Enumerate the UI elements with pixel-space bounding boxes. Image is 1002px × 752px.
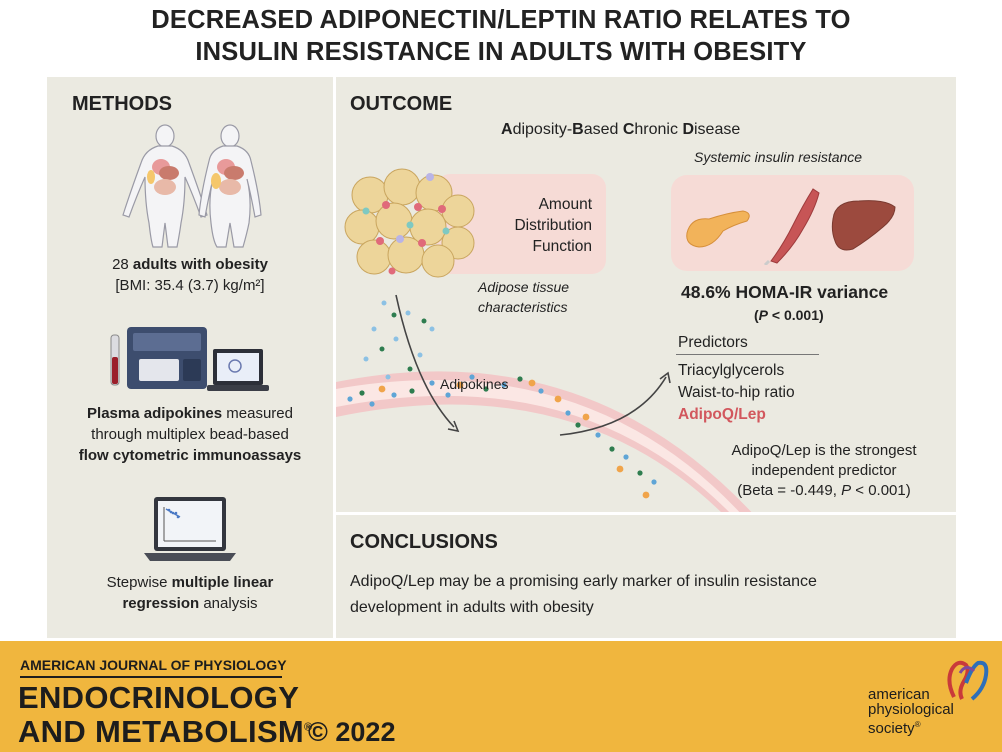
predictor-triacylglycerols: Triacylglycerols [678, 362, 785, 379]
journal-small-title: AMERICAN JOURNAL OF PHYSIOLOGY [20, 657, 287, 673]
muscle-icon [763, 188, 820, 265]
regression-description: Stepwise multiple linear regression anal… [47, 572, 333, 614]
cohort-group: adults with obesity [132, 256, 268, 273]
strongest-predictor-note: AdipoQ/Lep is the strongest independent … [731, 442, 917, 499]
regression-type: multiple linear [171, 574, 274, 591]
conclusions-panel: CONCLUSIONS AdipoQ/Lep may be a promisin… [336, 515, 956, 638]
adipose-tissue-icon [344, 168, 475, 278]
adipose-distribution: Distribution [514, 217, 592, 234]
regression-stepwise: Stepwise [106, 574, 172, 591]
adipose-function: Function [532, 238, 592, 255]
disease-title: Adiposity-Based Chronic Disease [501, 121, 741, 138]
laptop-regression-icon [144, 497, 236, 561]
pancreas-icon [686, 210, 750, 248]
assay-technique: flow cytometric immunoassays [78, 447, 302, 464]
journal-name-line-1: ENDOCRINOLOGY [18, 680, 300, 715]
organs-box [671, 175, 914, 271]
journal-name-line-2: AND METABOLISM® [18, 714, 313, 749]
predictors-divider [676, 354, 819, 355]
adipose-amount: Amount [538, 196, 592, 213]
conclusions-heading: CONCLUSIONS [350, 531, 498, 553]
adipose-caption: Adipose tissue characteristics [478, 279, 570, 315]
cohort-description: 28 adults with obesity [BMI: 35.4 (3.7) … [47, 254, 333, 296]
title-line-2: INSULIN RESISTANCE IN ADULTS WITH OBESIT… [195, 38, 807, 66]
assay-measured: measured [222, 405, 293, 422]
cohort-bmi: [BMI: 35.4 (3.7) kg/m²] [115, 277, 265, 294]
adipokine-secretion-arrow [363, 294, 671, 436]
homa-p-value: (P < 0.001) [754, 307, 824, 323]
predictors-header: Predictors [678, 334, 748, 351]
assay-method: through multiplex bead-based [91, 426, 289, 443]
outcome-heading: OUTCOME [350, 93, 453, 115]
cohort-count: 28 [112, 256, 133, 273]
aps-society-name: american physiological society® [868, 686, 954, 737]
assay-description: Plasma adipokines measured through multi… [47, 403, 333, 466]
journal-underline [20, 676, 282, 678]
assay-analyte: Plasma adipokines [87, 405, 223, 422]
outcome-panel: OUTCOME Adiposity-Based Chronic Disease … [336, 77, 956, 512]
predictor-adipoq-lep: AdipoQ/Lep [678, 406, 766, 423]
systemic-label: Systemic insulin resistance [694, 149, 863, 165]
blood-vessel-illustration [336, 371, 752, 512]
homa-result: 48.6% HOMA-IR variance [681, 282, 889, 302]
liver-icon [831, 200, 896, 251]
abstract-title: DECREASED ADIPONECTIN/LEPTIN RATIO RELAT… [0, 4, 1002, 68]
regression-analysis: analysis [199, 595, 258, 612]
regression-word: regression [122, 595, 200, 612]
journal-banner: AMERICAN JOURNAL OF PHYSIOLOGY ENDOCRINO… [0, 641, 1002, 752]
adipokines-label: Adipokines [440, 376, 509, 392]
flow-cytometer-icon [110, 327, 269, 391]
copyright-year: © 2022 [308, 717, 396, 747]
human-bodies-icon [122, 124, 262, 248]
conclusions-text: AdipoQ/Lep may be a promising early mark… [350, 573, 817, 616]
methods-heading: METHODS [72, 93, 172, 115]
predictor-waist-to-hip: Waist-to-hip ratio [678, 384, 795, 401]
methods-panel: METHODS 28 adults with obesity [BMI [47, 77, 333, 638]
aps-logo-icon [947, 660, 989, 701]
title-line-1: DECREASED ADIPONECTIN/LEPTIN RATIO RELAT… [151, 6, 851, 34]
